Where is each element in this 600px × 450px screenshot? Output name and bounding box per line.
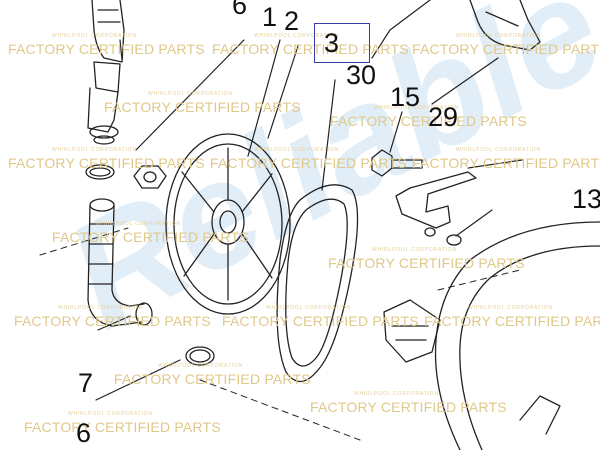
watermark-small: WHIRLPOOL CORPORATION xyxy=(52,147,137,153)
callout-7[interactable]: 7 xyxy=(78,368,94,398)
callout-6-bottom[interactable]: 6 xyxy=(76,418,92,448)
lower-hose-drawing xyxy=(87,198,153,327)
watermark-text: FACTORY CERTIFIED PARTS xyxy=(8,155,205,171)
bolt-drawing xyxy=(371,149,423,177)
callout-3[interactable]: 3 xyxy=(324,28,340,58)
tub-drawing xyxy=(383,221,600,450)
dashed-guides xyxy=(39,227,521,441)
watermark-text: FACTORY CERTIFIED PARTS xyxy=(412,41,600,57)
callout-15[interactable]: 15 xyxy=(390,82,421,112)
callout-29[interactable]: 29 xyxy=(428,102,459,132)
watermark-small: WHIRLPOOL CORPORATION xyxy=(254,33,339,39)
watermark-small: WHIRLPOOL CORPORATION xyxy=(456,147,541,153)
watermark-text: FACTORY CERTIFIED PARTS xyxy=(328,255,525,271)
clamp-ring-drawing xyxy=(85,164,115,180)
watermark-text: FACTORY CERTIFIED PARTS xyxy=(210,155,407,171)
watermark-text: FACTORY CERTIFIED PARTS xyxy=(412,155,600,171)
callout-1[interactable]: 1 xyxy=(262,2,278,32)
watermark-text: FACTORY CERTIFIED PARTS xyxy=(8,41,205,57)
watermark-text: FACTORY CERTIFIED PARTS xyxy=(104,99,301,115)
watermark-text: FACTORY CERTIFIED PARTS xyxy=(310,399,507,415)
watermark-small: WHIRLPOOL CORPORATION xyxy=(68,411,153,417)
bottom-clamp-drawing xyxy=(185,346,215,366)
watermark-text: FACTORY CERTIFIED PARTS xyxy=(52,229,249,245)
watermark-text: FACTORY CERTIFIED PARTS xyxy=(24,419,221,435)
callout-13[interactable]: 13 xyxy=(572,184,600,214)
watermark-small: WHIRLPOOL CORPORATION xyxy=(254,147,339,153)
pulley-drawing xyxy=(165,133,291,315)
bracket-drawing xyxy=(395,171,477,237)
watermark-small: WHIRLPOOL CORPORATION xyxy=(266,305,351,311)
o-ring-drawing xyxy=(446,234,462,246)
watermark-small: WHIRLPOOL CORPORATION xyxy=(158,363,243,369)
watermark-small: WHIRLPOOL CORPORATION xyxy=(354,391,439,397)
watermark-text: FACTORY CERTIFIED PARTS xyxy=(330,113,527,129)
upper-hose-drawing xyxy=(87,0,125,145)
watermark-small: WHIRLPOOL CORPORATION xyxy=(52,33,137,39)
watermark-text: FACTORY CERTIFIED PARTS xyxy=(14,313,211,329)
watermark-small: WHIRLPOOL CORPORATION xyxy=(96,221,181,227)
callout-6-top[interactable]: 6 xyxy=(232,0,248,20)
watermark-text: FACTORY CERTIFIED PARTS xyxy=(222,313,419,329)
callout-2[interactable]: 2 xyxy=(284,6,300,36)
nut-drawing xyxy=(133,165,167,189)
watermark-small: WHIRLPOOL CORPORATION xyxy=(58,305,143,311)
leader-lines xyxy=(95,0,523,401)
watermark-text: FACTORY CERTIFIED PARTS xyxy=(424,313,600,329)
watermark-small: WHIRLPOOL CORPORATION xyxy=(372,247,457,253)
upper-right-hose-drawing xyxy=(469,0,541,51)
watermark-small: WHIRLPOOL CORPORATION xyxy=(374,105,459,111)
watermark-text: FACTORY CERTIFIED PARTS xyxy=(114,371,311,387)
watermark-text: FACTORY CERTIFIED PARTS xyxy=(212,41,409,57)
selected-callout-highlight xyxy=(314,23,370,63)
belt-drawing xyxy=(276,184,359,383)
watermark-small: WHIRLPOOL CORPORATION xyxy=(468,305,553,311)
callout-30[interactable]: 30 xyxy=(346,60,377,90)
watermark-small: WHIRLPOOL CORPORATION xyxy=(456,33,541,39)
watermark-small: WHIRLPOOL CORPORATION xyxy=(148,91,233,97)
